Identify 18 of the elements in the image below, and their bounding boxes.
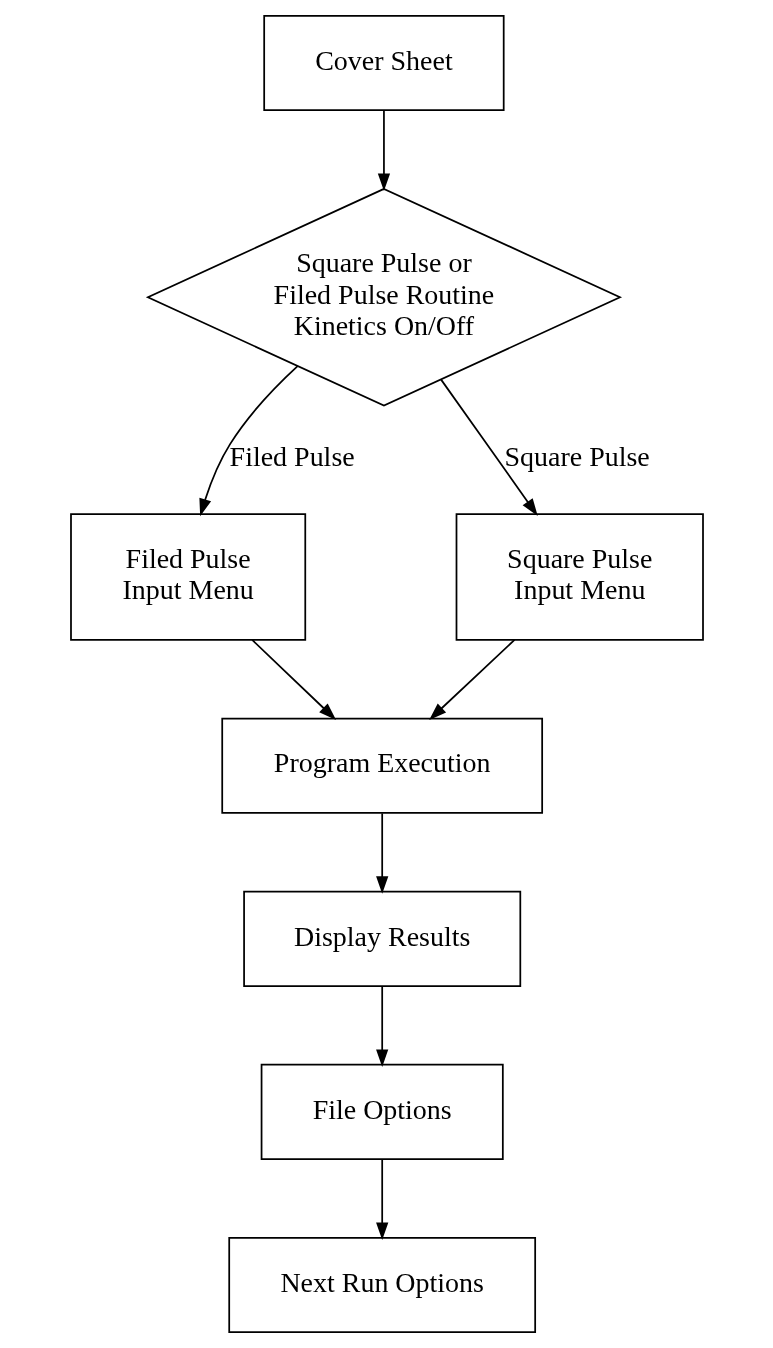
- arrow: [375, 985, 388, 1067]
- arrow: [428, 639, 515, 720]
- node-box: Next Run Options: [227, 1236, 536, 1334]
- arrow: [198, 365, 298, 517]
- edge-label: Square Pulse: [504, 441, 650, 473]
- arrow: [439, 378, 538, 516]
- arrow: [377, 109, 390, 191]
- arrow: [375, 1158, 388, 1240]
- node-box: File Options: [260, 1063, 504, 1161]
- node-box: Filed Pulse Input Menu: [69, 513, 306, 641]
- arrow: [375, 812, 388, 894]
- node-diamond: Square Pulse or Filed Pulse Routine Kinetics On/Off: [145, 187, 622, 407]
- edge-label: Filed Pulse: [229, 441, 355, 473]
- node-box: Square Pulse Input Menu: [455, 513, 704, 641]
- node-box: Cover Sheet: [262, 14, 505, 112]
- arrow: [250, 639, 336, 720]
- node-box: Program Execution: [220, 717, 543, 814]
- node-box: Display Results: [242, 890, 521, 987]
